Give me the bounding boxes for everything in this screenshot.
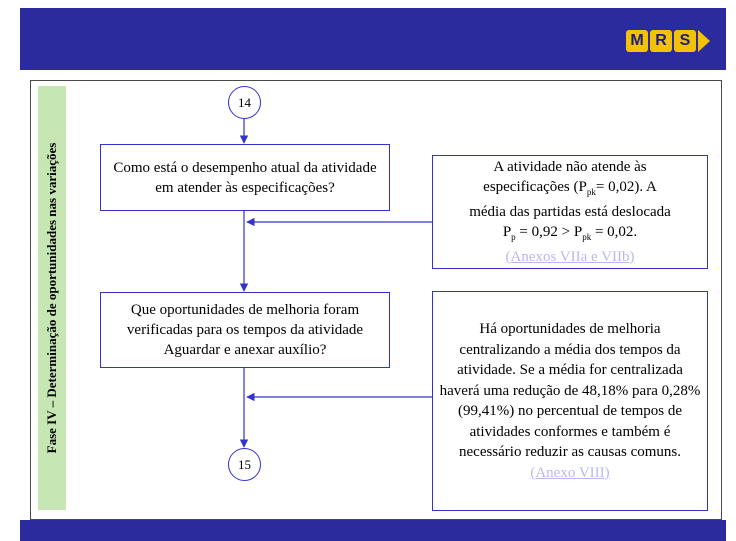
question-1-text: Como está o desempenho atual da atividad… — [113, 159, 377, 196]
header-bar: M R S — [20, 8, 726, 70]
answer-box-2: Há oportunidades de melhoria centralizan… — [432, 291, 708, 511]
flow-node-end: 15 — [228, 448, 261, 481]
question-box-2: Que oportunidades de melhoria foram veri… — [100, 292, 390, 368]
answer-1-formula: Pp = 0,92 > Ppk = 0,02. — [502, 224, 638, 242]
annex-link-2[interactable]: (Anexo VIII) — [530, 464, 610, 481]
logo-letter-m: M — [626, 30, 648, 52]
logo-letter-r: R — [650, 30, 672, 52]
question-box-1: Como está o desempenho atual da atividad… — [100, 144, 390, 211]
phase-strip — [38, 86, 66, 510]
answer-box-1: A atividade não atende às especificações… — [432, 155, 708, 269]
answer-1-line-3: média das partidas está deslocada — [469, 204, 671, 220]
flow-node-start: 14 — [228, 86, 261, 119]
logo-letter-s: S — [674, 30, 696, 52]
answer-2-text: Há oportunidades de melhoria centralizan… — [439, 321, 701, 461]
question-2-text: Que oportunidades de melhoria foram veri… — [126, 302, 364, 358]
annex-link-1[interactable]: (Anexos VIIa e VIIb) — [505, 249, 635, 265]
answer-1-line-2: especificações (Ppk= 0,02). A — [483, 179, 657, 197]
content-panel — [30, 80, 722, 520]
logo-arrow-icon — [698, 30, 710, 52]
mrs-logo: M R S — [626, 30, 710, 52]
footer-bar — [20, 520, 726, 541]
answer-1-line-1: A atividade não atende às — [493, 159, 647, 175]
